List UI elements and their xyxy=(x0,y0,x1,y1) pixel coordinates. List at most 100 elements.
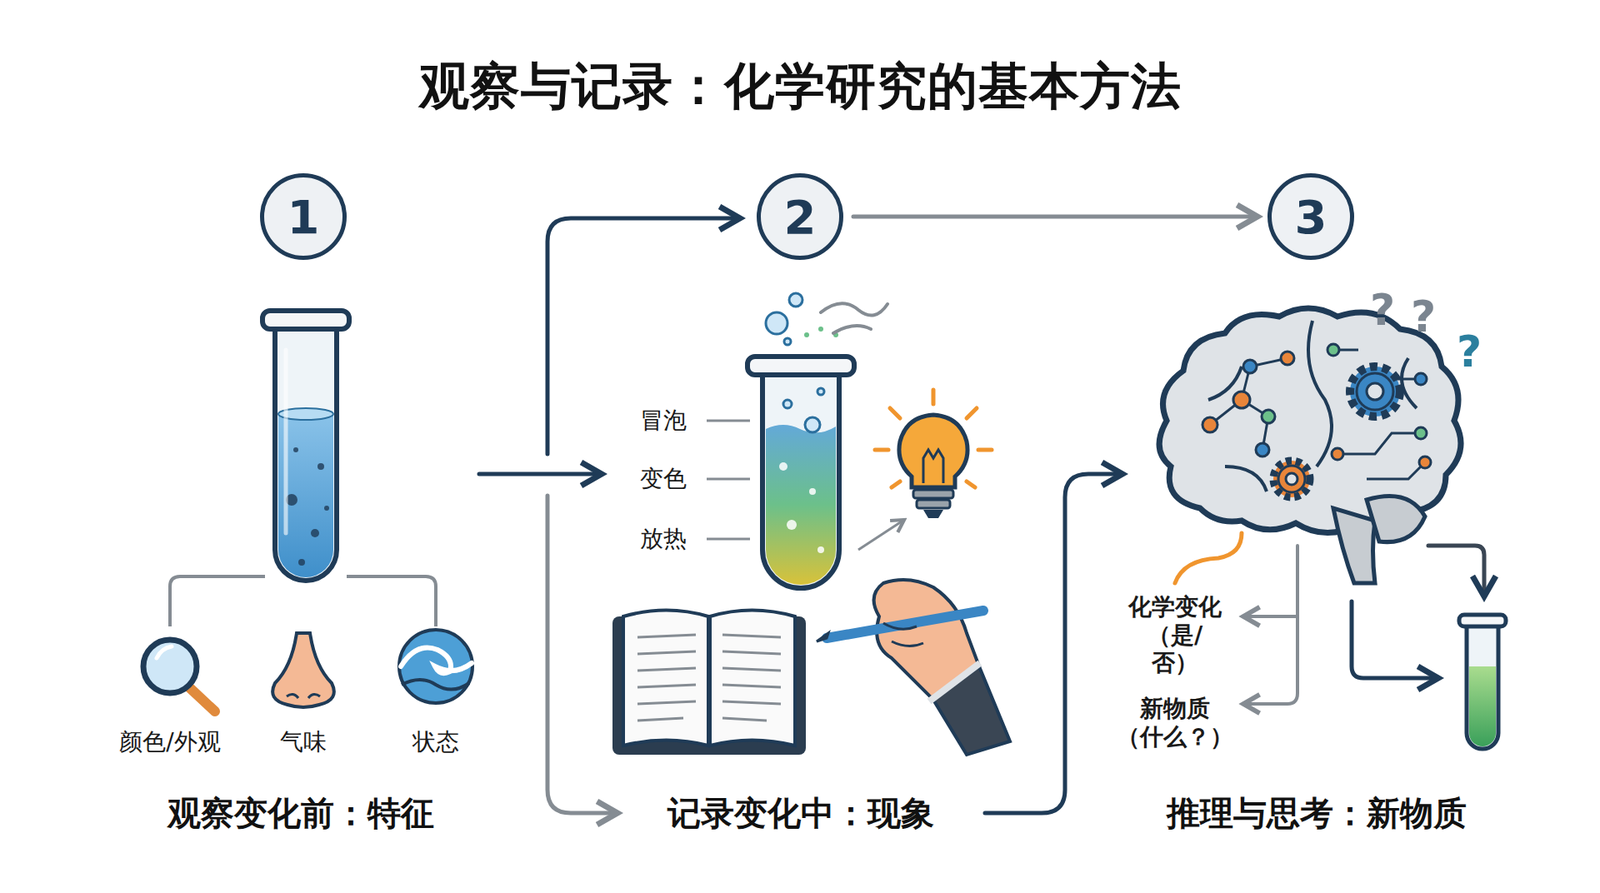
brain-outputs-part xyxy=(1243,615,1298,619)
flow-arrows-part xyxy=(547,218,740,455)
brain-part xyxy=(1210,350,1425,480)
step-heading: 记录变化中：现象 xyxy=(667,790,935,837)
writing-hand-part xyxy=(826,610,984,639)
test-tube-part-part xyxy=(293,447,299,453)
writing-hand-part xyxy=(929,663,980,702)
nose-icon-part xyxy=(286,694,320,699)
light-bulb-part xyxy=(923,450,944,484)
question-mark: ? xyxy=(1456,326,1482,377)
product-tube-part xyxy=(1466,623,1499,750)
brain-part-part xyxy=(1419,456,1431,469)
reaction-tube-part-part xyxy=(817,388,825,395)
notebook-part-part xyxy=(722,668,781,671)
brain-part xyxy=(1202,344,1431,469)
bracket xyxy=(170,576,436,627)
notebook xyxy=(612,610,806,756)
inference-label: 化学变化 （是/否） xyxy=(1128,593,1222,678)
notebook-part-part xyxy=(637,668,696,671)
title: 观察与记录：化学研究的基本方法 xyxy=(419,53,1182,121)
gear-part xyxy=(1350,366,1400,417)
test-tube-part xyxy=(275,327,337,581)
gear-part xyxy=(1356,373,1394,410)
leader-lines-part xyxy=(706,478,750,481)
notebook-part-part xyxy=(637,651,696,655)
phenomenon-label: 放热 xyxy=(640,523,687,555)
notebook-part xyxy=(623,610,709,747)
leader-lines-part xyxy=(706,538,750,541)
gear-part xyxy=(1366,383,1384,400)
reaction-tube-part xyxy=(820,303,888,334)
question-mark: ? xyxy=(1410,291,1436,342)
test-tube-part-part xyxy=(317,463,325,470)
light-bulb-part-part xyxy=(875,448,889,453)
brain-outputs-part xyxy=(1428,545,1485,597)
reaction-tube-part xyxy=(765,293,825,433)
brain-part xyxy=(1208,320,1417,492)
brain-outputs-part xyxy=(1351,601,1439,679)
phenomenon-label: 变色 xyxy=(640,463,687,495)
light-bulb-part-part xyxy=(891,481,900,488)
light-bulb-part-part xyxy=(978,448,992,453)
notebook-part-part xyxy=(722,685,781,688)
brain-part xyxy=(1333,508,1375,584)
notebook-part xyxy=(637,635,781,721)
brain-part-part xyxy=(1327,344,1340,356)
test-tube-part-part xyxy=(310,529,320,538)
notebook-part-part xyxy=(637,685,696,688)
step-number-circle: 1 xyxy=(260,173,347,260)
leader-lines xyxy=(706,420,905,550)
step-heading: 观察变化前：特征 xyxy=(167,790,435,837)
step-number: 1 xyxy=(287,190,320,245)
brain xyxy=(1159,308,1461,584)
reaction-tube-part xyxy=(765,425,836,585)
light-bulb-part-part xyxy=(890,408,900,419)
light-bulb-part-part xyxy=(966,481,975,488)
light-bulb-part-part xyxy=(931,390,936,405)
leader-lines-part xyxy=(858,520,905,550)
brain-part-part xyxy=(1255,443,1270,457)
brain-part-part xyxy=(1415,373,1427,385)
notebook-part-part xyxy=(637,718,684,721)
light-bulb-part-part xyxy=(966,408,977,419)
magnifier-icon xyxy=(143,640,215,712)
notebook-part-part xyxy=(637,635,696,638)
brain-part xyxy=(1159,308,1461,534)
brain-part-part xyxy=(1331,448,1344,460)
magnifier-icon-part xyxy=(143,640,197,694)
gear-part xyxy=(1278,465,1305,493)
reaction-tube-part-part xyxy=(805,417,820,433)
reaction-tube-part xyxy=(747,356,855,375)
flow-arrows-part xyxy=(479,472,602,477)
step-number-circle: 2 xyxy=(756,173,844,260)
step-heading: 推理与思考：新物质 xyxy=(1166,790,1467,837)
notebook-part-part xyxy=(722,651,781,655)
light-bulb-part xyxy=(916,500,950,509)
brain-outputs-part xyxy=(1243,545,1298,705)
test-tube-part xyxy=(285,447,330,566)
wave-icon-part xyxy=(399,630,473,704)
test-tube-part-part xyxy=(324,505,330,511)
flow-arrows-part xyxy=(985,474,1123,814)
reaction-tube-part-part xyxy=(779,462,788,471)
light-bulb-part xyxy=(899,415,968,488)
writing-hand-part xyxy=(933,666,1010,755)
magnifier-icon-part xyxy=(190,688,215,712)
brain-part-part xyxy=(1243,360,1257,374)
brain-part-part xyxy=(1261,410,1275,424)
light-bulb-part xyxy=(875,390,992,488)
reaction-tube-part-part xyxy=(784,338,791,345)
wave-icon xyxy=(399,630,473,704)
step-number-circle: 3 xyxy=(1267,173,1355,260)
product-tube xyxy=(1459,615,1506,750)
light-bulb xyxy=(875,390,992,519)
bracket-part xyxy=(346,576,436,627)
product-tube-part xyxy=(1459,615,1506,627)
product-tube-part xyxy=(1469,666,1496,747)
icon-label: 状态 xyxy=(412,726,460,759)
bracket-part xyxy=(170,576,265,627)
reaction-tube-part-part xyxy=(809,488,816,495)
test-tube xyxy=(262,310,350,581)
reaction-tube-part xyxy=(779,462,825,554)
step-number: 2 xyxy=(784,190,817,245)
